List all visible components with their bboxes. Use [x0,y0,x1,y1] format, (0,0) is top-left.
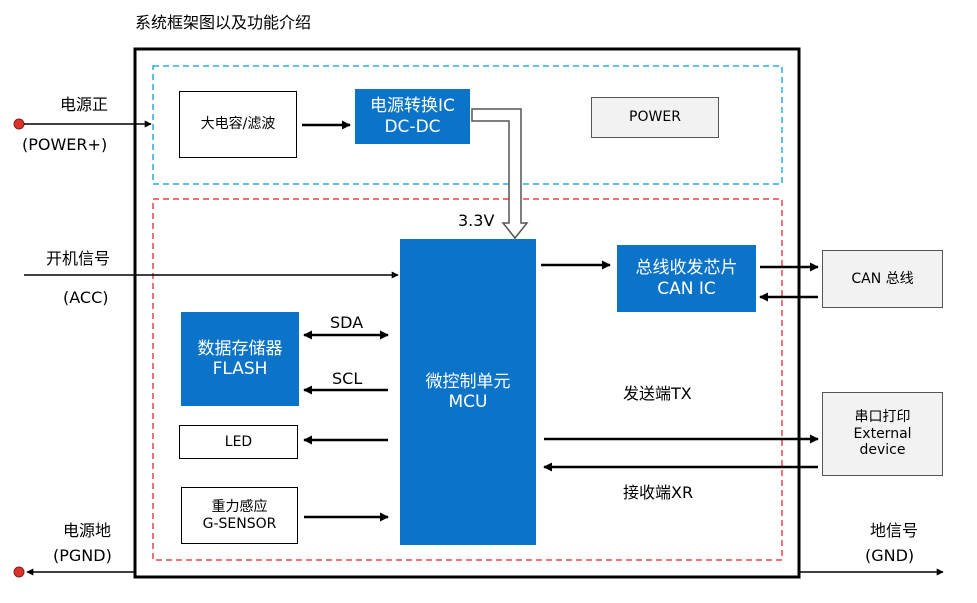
can-bus-label: CAN 总线 [851,270,914,287]
tx-label: 发送端TX [623,384,692,403]
acc-label-en: (ACC) [63,288,109,307]
logic-zone [152,198,783,561]
uart-label-3: device [859,442,906,459]
power-label-cn: 电源正 [60,95,109,114]
capacitor-filter-block: 大电容/滤波 [179,91,297,158]
led-block: LED [179,425,298,459]
mcu-label-2: MCU [448,392,488,412]
power-ic-block: 电源转换IC DC-DC [355,89,470,144]
power-zone [152,65,783,185]
mcu-block: 微控制单元 MCU [400,239,536,545]
sda-label: SDA [330,313,364,332]
v33-label: 3.3V [458,211,495,230]
diagram-title: 系统框架图以及功能介绍 [135,13,312,32]
capacitor-filter-label: 大电容/滤波 [200,116,276,133]
scl-label: SCL [332,369,363,388]
uart-label-1: 串口打印 [854,408,911,425]
gsensor-label-1: 重力感应 [211,498,268,515]
gsensor-block: 重力感应 G-SENSOR [181,487,298,544]
can-ic-label-1: 总线收发芯片 [635,258,738,279]
led-label: LED [224,433,253,450]
power-zone-label-box: POWER [591,97,719,138]
gnd-label-cn: 地信号 [870,521,919,540]
gnd-label-en: (GND) [865,546,915,565]
pgnd-label-en: (PGND) [53,546,112,565]
acc-label-cn: 开机信号 [46,249,111,268]
rx-label: 接收端XR [623,483,694,502]
system-frame [133,47,801,579]
uart-device-block: 串口打印 External device [822,392,943,476]
pgnd-label-cn: 电源地 [63,521,112,540]
power-zone-label: POWER [629,109,681,126]
v33-hollow-arrow [471,108,529,240]
pgnd-terminal-dot [13,566,25,578]
uart-label-2: External [853,425,912,442]
can-ic-block: 总线收发芯片 CAN IC [617,245,756,312]
mcu-label-1: 微控制单元 [425,371,511,392]
power-label-en: (POWER+) [22,135,108,154]
power-terminal-dot [13,118,25,130]
can-ic-label-2: CAN IC [657,278,716,299]
power-ic-label-2: DC-DC [384,116,441,137]
gsensor-label-2: G-SENSOR [202,515,277,532]
power-ic-label-1: 电源转换IC [370,96,455,117]
flash-block: 数据存储器 FLASH [181,312,299,406]
flash-label-1: 数据存储器 [197,338,283,359]
can-bus-block: CAN 总线 [822,250,943,308]
flash-label-2: FLASH [212,359,268,379]
